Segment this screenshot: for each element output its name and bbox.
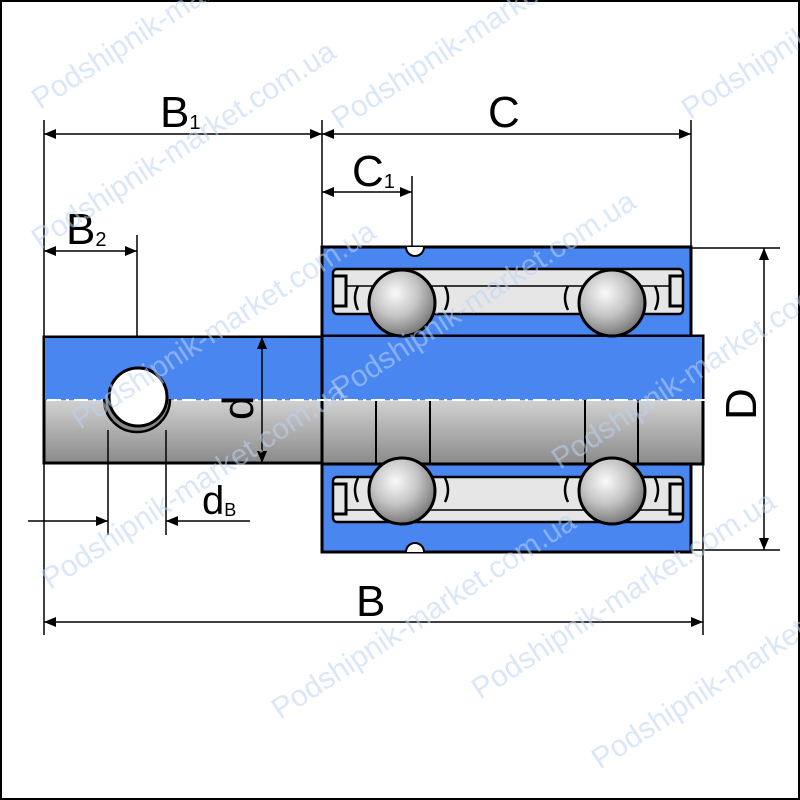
label-c1: C1: [352, 147, 395, 196]
label-b1: B1: [160, 88, 200, 137]
ball-lower-left: [353, 456, 450, 526]
label-d: d: [214, 396, 263, 420]
label-B: B: [356, 577, 385, 626]
label-dB: dB: [202, 479, 236, 523]
shaft: [20, 334, 720, 466]
ball-lower-right: [563, 456, 660, 526]
dimension-labels: B1 C C1 B2 d D dB B: [66, 88, 766, 626]
ball-upper-right: [563, 268, 660, 338]
extension-lines: [43, 120, 780, 635]
dimension-lines: [28, 129, 769, 627]
label-c: C: [488, 88, 520, 137]
ball-upper-left: [353, 268, 450, 338]
label-b2: B2: [66, 205, 106, 254]
cross-hole: [102, 366, 172, 434]
label-D: D: [717, 388, 766, 420]
